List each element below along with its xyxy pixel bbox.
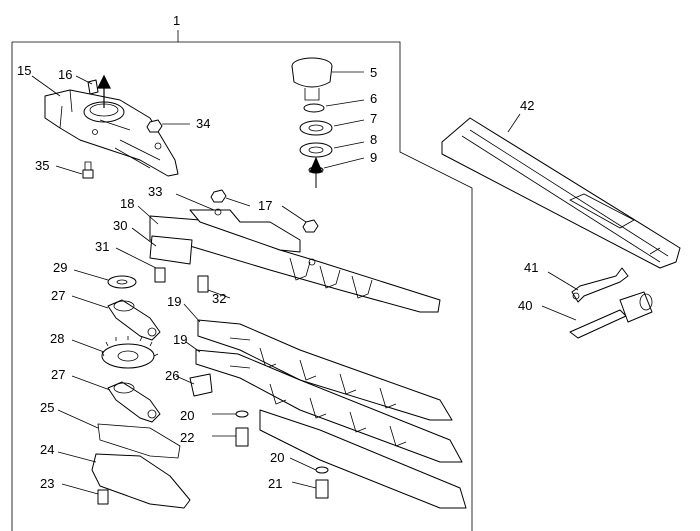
label-34: 34 [196, 116, 210, 131]
bolt-35 [82, 161, 94, 179]
grease-nipple [87, 79, 99, 95]
gear-shaft-stack [291, 57, 333, 188]
label-26: 26 [165, 368, 179, 383]
label-17: 17 [258, 198, 272, 213]
crank-link-upper [107, 299, 161, 341]
label-30: 30 [113, 218, 127, 233]
label-31: 31 [95, 239, 109, 254]
gasket-25 [97, 423, 181, 459]
label-41: 41 [524, 260, 538, 275]
plate-24 [91, 453, 191, 509]
label-20b: 20 [270, 450, 284, 465]
label-19a: 19 [167, 294, 181, 309]
assembly-bracket [11, 30, 473, 531]
label-32: 32 [212, 291, 226, 306]
blade-cover-42 [441, 117, 681, 269]
label-33: 33 [148, 184, 162, 199]
leader-lines [31, 71, 579, 495]
label-6: 6 [370, 91, 377, 106]
label-23: 23 [40, 476, 54, 491]
spacer-30 [149, 235, 193, 265]
blade-19-lower [195, 349, 463, 463]
nut-17a [210, 189, 227, 203]
bolt-22 [235, 427, 249, 447]
part-labels: 1 15 16 5 6 7 8 9 34 35 33 17 18 30 31 2… [17, 13, 538, 491]
blade-lower-tip [259, 409, 467, 509]
label-8: 8 [370, 132, 377, 147]
label-7: 7 [370, 111, 377, 126]
label-21: 21 [268, 476, 282, 491]
arrow-up-icon [97, 74, 111, 108]
label-25: 25 [40, 400, 54, 415]
label-18: 18 [120, 196, 134, 211]
screw-32 [197, 275, 209, 293]
label-9: 9 [370, 150, 377, 165]
label-29: 29 [53, 260, 67, 275]
label-24: 24 [40, 442, 54, 457]
label-40: 40 [518, 298, 532, 313]
gear-28 [101, 336, 159, 369]
nut-17b [302, 219, 319, 233]
label-28: 28 [50, 331, 64, 346]
nut-34 [146, 119, 163, 133]
label-35: 35 [35, 158, 49, 173]
label-16: 16 [58, 67, 72, 82]
washer-20a [235, 410, 249, 418]
label-5: 5 [370, 65, 377, 80]
label-1: 1 [173, 13, 180, 28]
label-22: 22 [180, 430, 194, 445]
upper-blade [149, 208, 441, 313]
label-20a: 20 [180, 408, 194, 423]
label-27b: 27 [51, 367, 65, 382]
socket-tool-40 [569, 291, 653, 339]
bolt-23 [97, 489, 109, 505]
label-27a: 27 [51, 288, 65, 303]
washer-20b [315, 466, 329, 474]
label-15: 15 [17, 63, 31, 78]
guide-26 [189, 373, 213, 397]
label-19b: 19 [173, 332, 187, 347]
bolt-21 [315, 479, 329, 499]
washer-29 [107, 275, 137, 289]
label-42: 42 [520, 98, 534, 113]
wrench-41 [571, 267, 629, 303]
crank-link-lower [107, 381, 161, 423]
screw-31 [154, 267, 166, 283]
gear-case [44, 74, 179, 177]
